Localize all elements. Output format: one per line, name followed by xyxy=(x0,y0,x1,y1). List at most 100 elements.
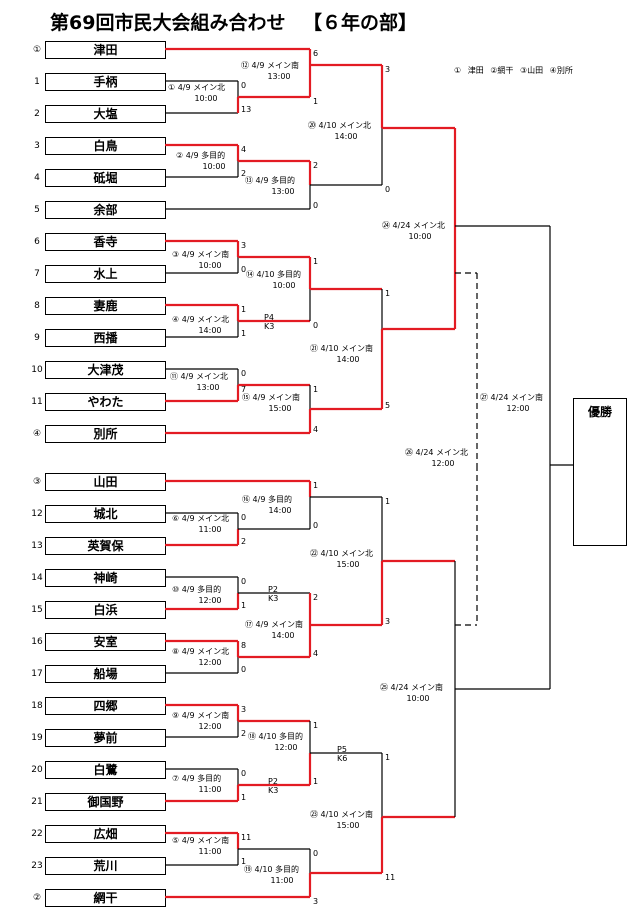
team-name-box: 荒川 xyxy=(45,857,166,875)
score-number: 2 xyxy=(313,593,318,602)
match-time-label: 10:00 xyxy=(272,281,295,290)
score-number: 0 xyxy=(241,81,246,90)
score-number: 7 xyxy=(241,385,246,394)
match-time-label: 12:00 xyxy=(506,404,529,413)
seed-number: 21 xyxy=(31,797,43,807)
team-name-box: 津田 xyxy=(45,41,166,59)
score-number: 0 xyxy=(241,513,246,522)
score-number: 1 xyxy=(313,777,318,786)
team-name-box: 安室 xyxy=(45,633,166,651)
seed-number: 14 xyxy=(31,573,43,583)
match-info-label: ② 4/9 多目的 xyxy=(176,150,225,160)
score-number: 0 xyxy=(313,201,318,210)
penalty-note: K6 xyxy=(337,754,347,763)
team-name-box: 余部 xyxy=(45,201,166,219)
score-number: 0 xyxy=(313,849,318,858)
team-name-box: 英賀保 xyxy=(45,537,166,555)
match-info-label: ㉖ 4/24 メイン北 xyxy=(405,448,468,457)
match-info-label: ③ 4/9 メイン南 xyxy=(172,249,229,259)
champion-box: 優勝 xyxy=(573,398,627,546)
score-number: 4 xyxy=(313,425,318,434)
penalty-note: P2 xyxy=(268,777,278,786)
team-name-box: 網干 xyxy=(45,889,166,907)
score-number: 0 xyxy=(241,665,246,674)
score-number: 1 xyxy=(241,857,246,866)
match-info-label: ⑯ 4/9 多目的 xyxy=(242,494,292,504)
match-info-label: ㉔ 4/24 メイン北 xyxy=(382,221,445,230)
seed-number: 16 xyxy=(31,637,43,647)
score-number: 11 xyxy=(241,833,251,842)
team-name-box: 山田 xyxy=(45,473,166,491)
match-info-label: ⑧ 4/9 メイン北 xyxy=(172,647,229,656)
match-time-label: 15:00 xyxy=(268,404,291,413)
match-time-label: 10:00 xyxy=(202,162,225,171)
score-number: 0 xyxy=(241,769,246,778)
seed-number: 7 xyxy=(34,269,40,279)
score-number: 1 xyxy=(313,97,318,106)
score-number: 1 xyxy=(385,289,390,298)
team-name-box: 白鳥 xyxy=(45,137,166,155)
team-name-box: 夢前 xyxy=(45,729,166,747)
score-number: 3 xyxy=(241,241,246,250)
match-time-label: 10:00 xyxy=(198,261,221,270)
penalty-note: P4 xyxy=(264,313,274,322)
match-info-label: ⑳ 4/10 メイン北 xyxy=(308,121,371,130)
match-time-label: 13:00 xyxy=(267,72,290,81)
match-info-label: ⑮ 4/9 メイン南 xyxy=(242,392,300,402)
match-time-label: 13:00 xyxy=(271,187,294,196)
match-time-label: 15:00 xyxy=(336,560,359,569)
score-number: 1 xyxy=(313,385,318,394)
score-number: 1 xyxy=(241,601,246,610)
score-number: 2 xyxy=(313,161,318,170)
seed-number: 12 xyxy=(31,509,43,519)
team-name-box: 城北 xyxy=(45,505,166,523)
seed-number: 22 xyxy=(31,829,43,839)
score-number: 2 xyxy=(241,537,246,546)
seed-number: 13 xyxy=(31,541,43,551)
match-time-label: 10:00 xyxy=(194,94,217,103)
score-number: 3 xyxy=(385,617,390,626)
match-time-label: 14:00 xyxy=(268,506,291,515)
team-name-box: 水上 xyxy=(45,265,166,283)
seed-number: 18 xyxy=(31,701,43,711)
seed-number: 17 xyxy=(31,669,43,679)
seed-number: 23 xyxy=(31,861,43,871)
team-name-box: 妻鹿 xyxy=(45,297,166,315)
match-time-label: 14:00 xyxy=(198,326,221,335)
seed-number: 20 xyxy=(31,765,43,775)
team-name-box: 大塩 xyxy=(45,105,166,123)
match-time-label: 12:00 xyxy=(274,743,297,752)
team-name-box: 白鷺 xyxy=(45,761,166,779)
score-number: 0 xyxy=(313,521,318,530)
score-number: 1 xyxy=(313,721,318,730)
seed-number: 9 xyxy=(34,333,40,343)
score-number: 1 xyxy=(241,305,246,314)
score-number: 3 xyxy=(385,65,390,74)
seed-number: 19 xyxy=(31,733,43,743)
team-name-box: 御国野 xyxy=(45,793,166,811)
team-name-box: 砥堀 xyxy=(45,169,166,187)
match-time-label: 13:00 xyxy=(196,383,219,392)
score-number: 1 xyxy=(241,793,246,802)
score-number: 1 xyxy=(385,497,390,506)
match-info-label: ① 4/9 メイン北 xyxy=(168,83,225,92)
team-name-box: 白浜 xyxy=(45,601,166,619)
seed-number: 2 xyxy=(34,109,40,119)
match-info-label: ⑨ 4/9 メイン南 xyxy=(172,710,229,720)
match-info-label: ㉑ 4/10 メイン南 xyxy=(310,343,373,353)
score-number: 4 xyxy=(241,145,246,154)
match-time-label: 11:00 xyxy=(198,525,221,534)
score-number: 13 xyxy=(241,105,251,114)
match-info-label: ⑰ 4/9 メイン南 xyxy=(245,619,303,629)
match-time-label: 10:00 xyxy=(406,694,429,703)
seed-number: 11 xyxy=(31,397,43,407)
match-info-label: ㉗ 4/24 メイン南 xyxy=(480,392,543,402)
match-info-label: ㉕ 4/24 メイン南 xyxy=(380,682,443,692)
match-info-label: ⑤ 4/9 メイン南 xyxy=(172,835,229,845)
match-info-label: ⑥ 4/9 メイン北 xyxy=(172,514,229,523)
match-time-label: 10:00 xyxy=(408,232,431,241)
penalty-note: K3 xyxy=(268,786,278,795)
team-name-box: 香寺 xyxy=(45,233,166,251)
